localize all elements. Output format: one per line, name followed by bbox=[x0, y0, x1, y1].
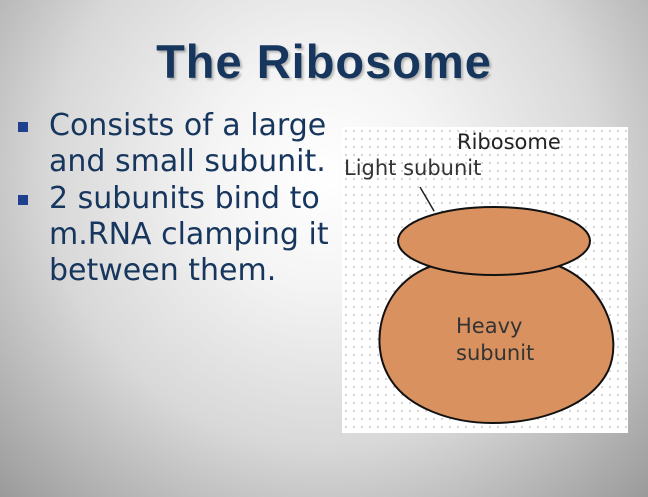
bullet-text: Consists of a large and small subunit. bbox=[49, 108, 327, 179]
light-subunit-shape bbox=[397, 206, 591, 276]
square-bullet-icon bbox=[18, 122, 28, 132]
square-bullet-icon bbox=[18, 195, 28, 205]
slide-title: The Ribosome bbox=[156, 35, 492, 88]
ribosome-heading: Ribosome bbox=[457, 130, 561, 154]
heavy-subunit-label-line2: subunit bbox=[456, 341, 534, 365]
bullet-list: Consists of a large and small subunit. 2… bbox=[14, 108, 334, 290]
bullet-item: Consists of a large and small subunit. bbox=[14, 108, 334, 180]
bullet-text: 2 subunits bind to m.RNA clamping it bet… bbox=[49, 181, 329, 288]
ribosome-figure: Ribosome Light subunit Heavy subunit bbox=[342, 127, 628, 433]
bullet-item: 2 subunits bind to m.RNA clamping it bet… bbox=[14, 181, 334, 289]
light-subunit-label: Light subunit bbox=[344, 156, 481, 180]
ribosome-diagram: Ribosome Light subunit Heavy subunit bbox=[344, 130, 615, 425]
heavy-subunit-label-line1: Heavy bbox=[456, 314, 522, 338]
label-pointer-line bbox=[419, 186, 435, 212]
